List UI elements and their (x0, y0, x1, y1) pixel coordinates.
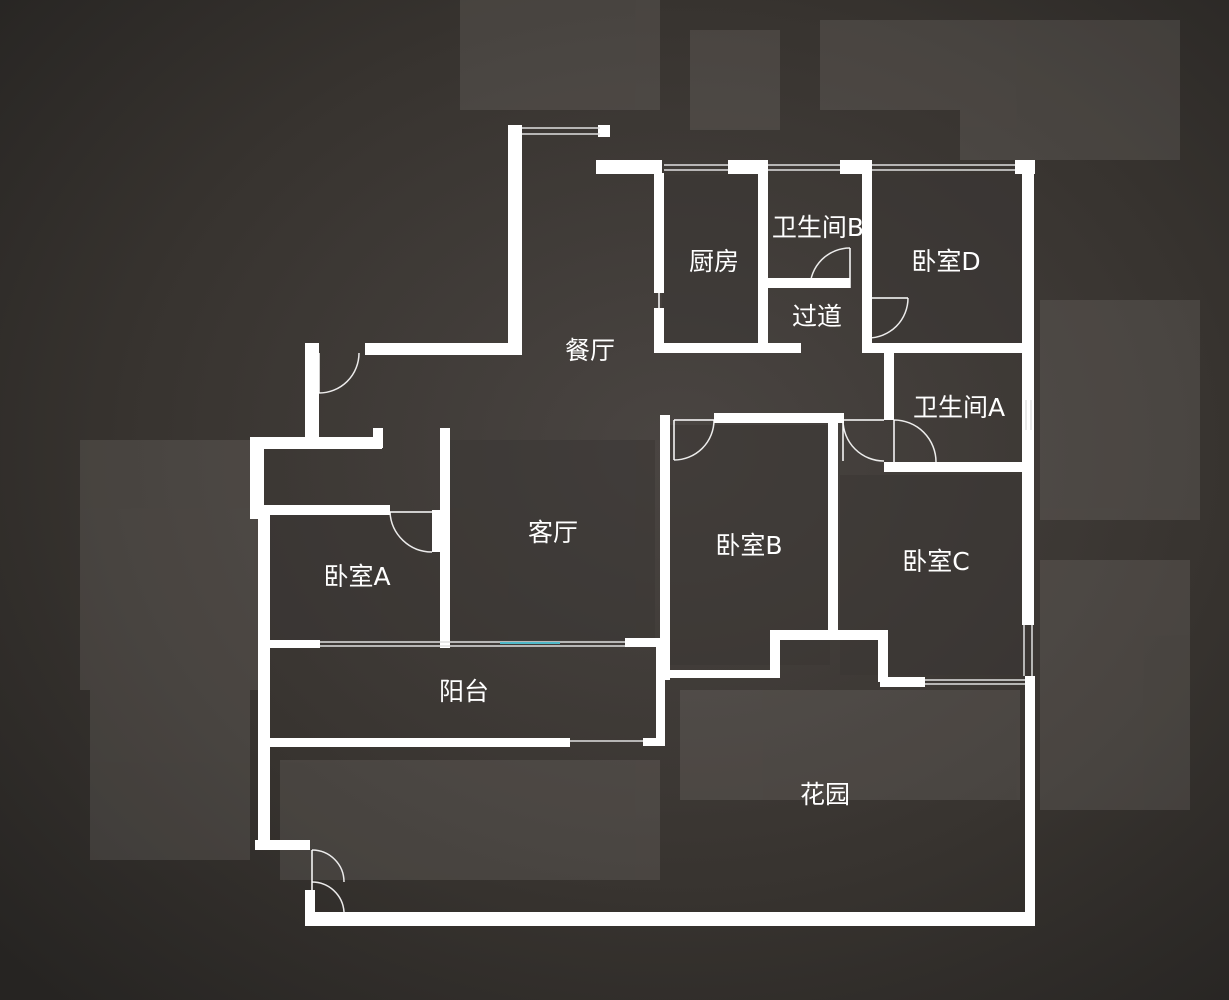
doors (311, 247, 937, 913)
room-label-living: 客厅 (528, 518, 578, 547)
room-floors (268, 175, 1020, 675)
room-label-dining: 餐厅 (565, 336, 615, 365)
room-label-bedroom-a: 卧室A (323, 562, 390, 591)
room-label-garden: 花园 (800, 780, 850, 809)
room-label-bedroom-b: 卧室B (715, 531, 782, 560)
room-label-balcony: 阳台 (439, 677, 489, 706)
room-label-bathroom-b: 卫生间B (772, 213, 864, 242)
room-label-corridor: 过道 (792, 302, 842, 331)
room-label-bathroom-a: 卫生间A (913, 393, 1005, 422)
room-label-kitchen: 厨房 (689, 247, 739, 276)
windows (320, 127, 1033, 742)
background-furniture (80, 0, 1200, 880)
garden-fence (258, 690, 1034, 923)
room-label-bedroom-d: 卧室D (911, 247, 980, 276)
room-label-bedroom-c: 卧室C (902, 547, 969, 576)
